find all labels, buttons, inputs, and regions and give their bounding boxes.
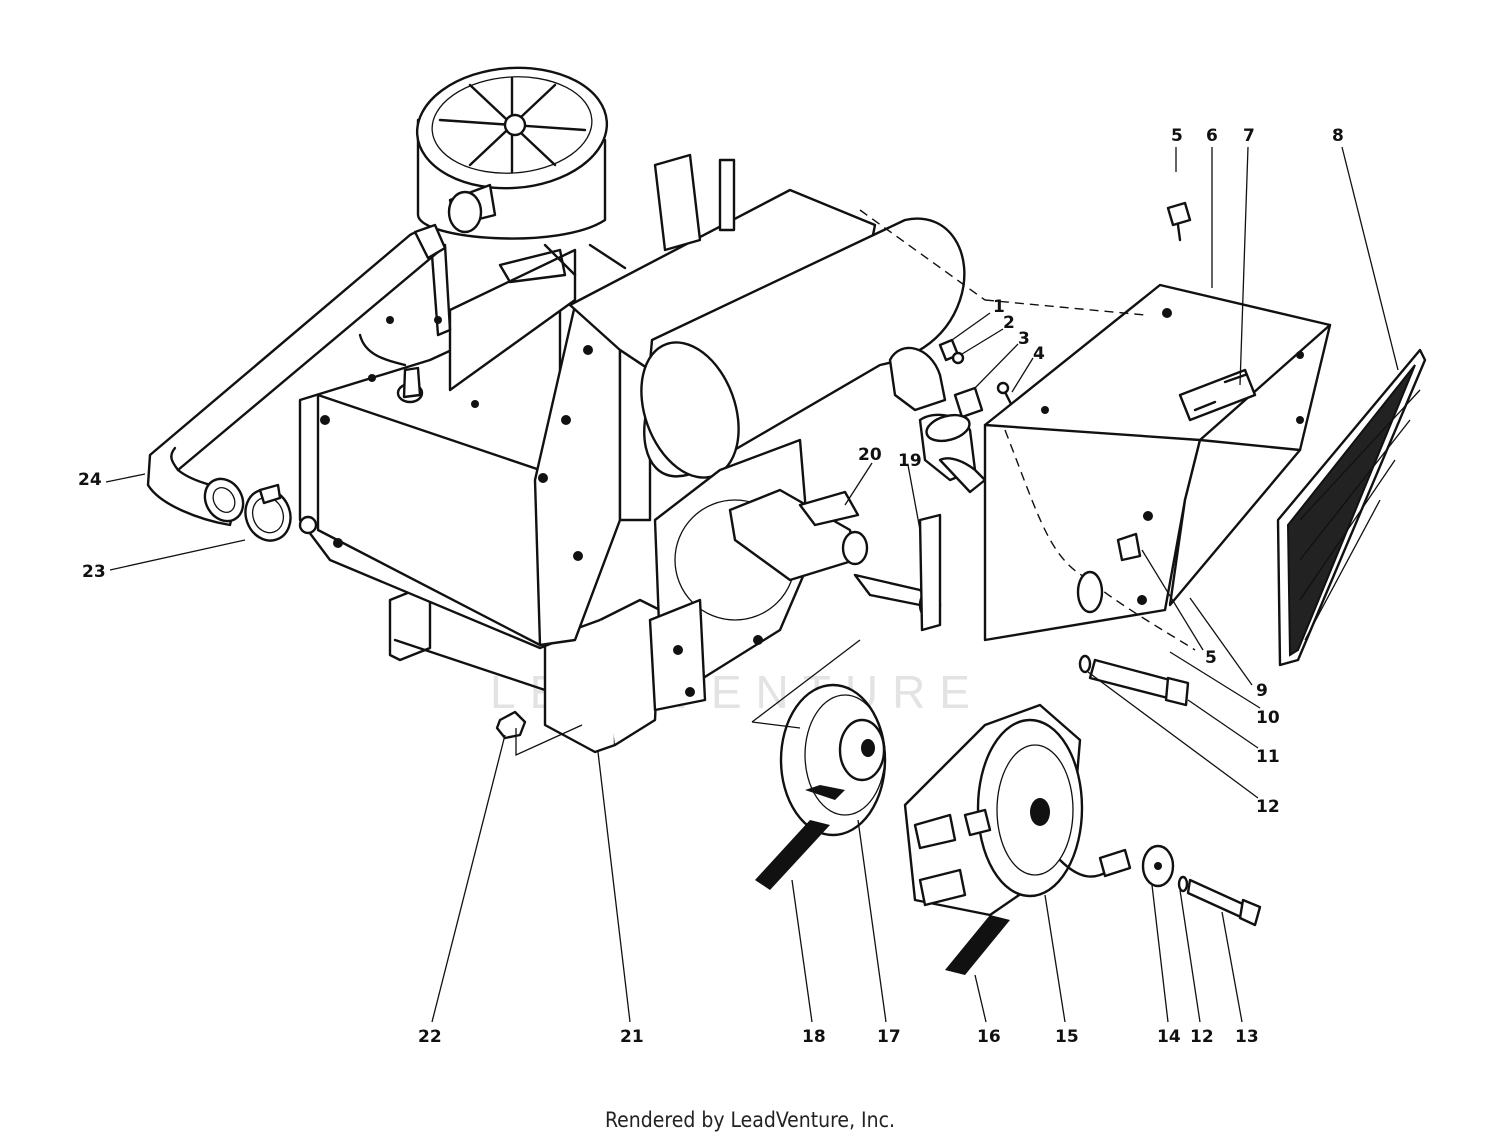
callout-5-top: 5 [1171,126,1183,146]
callout-19: 19 [898,451,922,471]
callout-12-bottom: 12 [1190,1027,1214,1047]
callout-18: 18 [802,1027,826,1047]
mounting-bolt [1078,654,1190,707]
exhaust-tube [146,223,447,527]
lock-nut [495,710,527,740]
callout-16: 16 [977,1027,1001,1047]
callout-20: 20 [858,445,882,465]
hose-clamp [244,483,292,542]
electric-clutch [903,703,1262,975]
callout-12-right: 12 [1256,797,1280,817]
exhaust-deflector [859,201,1332,651]
muffler-fasteners [918,338,1017,494]
callout-3: 3 [1018,329,1030,349]
callout-15: 15 [1055,1027,1079,1047]
callout-23: 23 [82,562,106,582]
callout-8: 8 [1332,126,1344,146]
callout-labels: 1 2 3 4 5 5 6 7 8 9 10 11 12 12 13 14 15… [78,126,1344,1047]
callout-7: 7 [1243,126,1255,146]
callout-21: 21 [620,1027,644,1047]
callout-10: 10 [1256,708,1280,728]
callout-14: 14 [1157,1027,1181,1047]
callout-11: 11 [1256,747,1280,767]
callout-17: 17 [877,1027,901,1047]
leader-lines [105,146,1399,1023]
callout-9: 9 [1256,681,1268,701]
callout-2: 2 [1003,313,1015,333]
crankshaft-parts [728,488,942,632]
pulley-and-belt [755,683,887,890]
callout-5-side: 5 [1205,648,1217,668]
spark-arrester-screen [1276,348,1427,667]
callout-13: 13 [1235,1027,1259,1047]
callout-1: 1 [993,297,1005,317]
callout-24: 24 [78,470,102,490]
engine-assembly [298,66,966,754]
callout-4: 4 [1033,344,1045,364]
callout-22: 22 [418,1027,442,1047]
callout-6: 6 [1206,126,1218,146]
footer-credit: Rendered by LeadVenture, Inc. [605,1108,895,1132]
